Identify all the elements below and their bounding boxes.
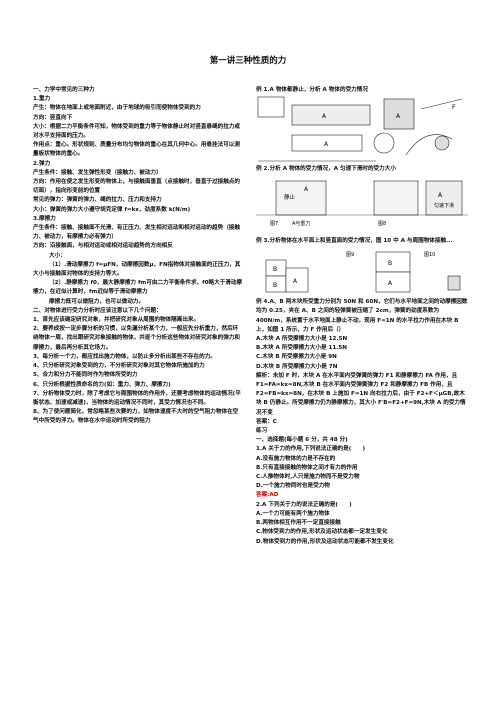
svg-text:A: A [304, 186, 309, 193]
left-paragraph: 大小：弹簧的弹力大小遵守胡克定律 f=kx，劲度系数 k(N/m) [33, 206, 191, 213]
left-paragraph: 2.弹力 [33, 160, 51, 167]
left-paragraph: 4、只分析研究对象受到的力，不分析研究对象对其它物体所施加的力 [33, 363, 205, 370]
option-c: C.木块 B 所受摩擦力大小是 9N [256, 354, 337, 361]
option-a: A.木块 A 所受摩擦力大小是 12.5N [256, 336, 348, 343]
svg-text:B: B [388, 260, 392, 267]
practice-heading: 练习 [256, 428, 268, 435]
figure-caption-10: 图10 [424, 252, 435, 258]
question-1-c: C.人推物体时,人只是施力物而不是受力物 [256, 474, 360, 481]
left-paragraph: 5、合力和分力不能同时作为物体所受的力 [33, 372, 138, 379]
left-paragraph: 大小： [49, 252, 66, 259]
question-1-d: D.一个施力物同时也是受力物 [256, 483, 330, 490]
svg-text:A: A [324, 141, 329, 148]
example-2: 例 2.分析 A 物体的受力情况，A 匀速下滑时的受力大小 [256, 166, 396, 173]
left-paragraph: 产生：物体在地面上或地面附近，由于地球的吸引而使物体受到的力 [33, 105, 201, 112]
question-2-a: A.一个力可能有两个施力物体 [256, 510, 330, 517]
right-column: 例 1.A 物体都静止，分析 A 物体的受力情况 A A F A 例 2.分析 … [256, 86, 468, 547]
left-paragraph: 方向：竖直向下 [33, 114, 73, 121]
answer-1: 答案:AD [256, 492, 279, 499]
left-column: 一、力学中常见的三种力 1.重力产生：物体在地面上或地面附近，由于地球的吸引而使物… [33, 86, 243, 427]
svg-text:A: A [438, 192, 443, 199]
left-paragraph: 1、首先应该确定研究对象，并把研究对象从周围的物体隔离出来。 [33, 317, 200, 324]
question-2: 2.A 下列关于力的说法正确的是( ) [256, 501, 352, 508]
analysis-text: 解析：未加 F 时，木块 A 在水平面内受弹簧的弹力 F1 和静摩擦力 FA 作… [256, 372, 466, 416]
left-paragraph: 一、力学中常见的三种力 [33, 87, 95, 93]
left-paragraph: 1.重力 [33, 96, 51, 103]
answer-text: 答案：C [256, 418, 277, 425]
left-paragraph: 摩擦力既可以做阻力，也可以做动力。 [49, 298, 145, 305]
left-paragraph: 3、每分析一个力，都应找出施力物体，以防止多分析出某些不存在的力。 [33, 353, 216, 360]
svg-text:B: B [273, 282, 277, 289]
figure-caption-9: 图9 [346, 252, 354, 258]
example-4: 例 4.A、B 两木块所受重力分别为 50N 和 60N，它们与水平地面之间的动… [256, 299, 468, 333]
svg-text:A: A [293, 278, 298, 285]
svg-text:A: A [388, 280, 393, 287]
figure-caption-8: 图8 [378, 221, 386, 227]
example-1: 例 1.A 物体都静止，分析 A 物体的受力情况 [256, 87, 368, 93]
left-paragraph: 作用点：重心。形状规则、质量分布均匀物体的重心在其几何中心。用悬挂法可以测量板状… [33, 142, 240, 158]
left-paragraph: 产生条件：接触、发生弹性形变（接触力、被动力） [33, 169, 162, 176]
figure-caption-7: 图7 [270, 221, 278, 227]
option-d: D.木块 B 所受摩擦力大小是 7N [256, 363, 338, 370]
figure-label-a2: A [396, 113, 401, 120]
figure-label-f: F [452, 104, 456, 111]
left-paragraph: 大小：根据二力平衡条件可知，物体受到的重力等于物体静止时对竖直悬绳的拉力或对水平… [33, 123, 240, 140]
svg-text:B: B [273, 266, 277, 273]
left-paragraph: （2）.静摩擦力 f0，最大静摩擦力 fm可由二力平衡条件求，f0略大于滑动摩擦… [33, 280, 243, 296]
question-2-c: C.物体受到力的作用,形状及运动状态都一定发生变化 [256, 529, 388, 536]
page-title: 第一讲三种性质的力 [209, 56, 287, 66]
question-2-b: B.两物体相互作用不一定直接接触 [256, 520, 341, 527]
option-b: B.木块 A 所受摩擦力大小是 11.5N [256, 345, 347, 352]
left-paragraph: 7、分析物体受力时，除了考虑它与周围物体的作用外，还要考虑物体的运动情况(平衡状… [33, 390, 241, 406]
left-paragraph: 方向：作用在使之发生形变的物体上，与接触面垂直（点接触时，垂直于过接触点的切面）… [33, 179, 240, 195]
left-paragraph: 6、只分析根据性质命名的力(如：重力、弹力、摩擦力) [33, 381, 171, 388]
left-paragraph: 二、对物体进行受力分析时应该注意以下几个问题： [33, 307, 162, 314]
figure-block-3: B B A B A 图9 图10 [265, 251, 461, 293]
figure-label-a1: A [322, 113, 327, 120]
question-1-a: A.没有施力物体的力是不存在的 [256, 455, 336, 462]
figure-block-2: 静止 A 图7 A与重力 A 匀速下滑 图8 [256, 180, 468, 227]
figure-label-slide: 匀速下滑 [434, 202, 454, 209]
question-1-b: B.只有直接接触的物体之间才有力的作用 [256, 464, 358, 471]
figure-label-static: 静止 [284, 193, 296, 201]
question-2-d: D.物体受到力的作用,形状及运动状态可能都不发生变化 [256, 538, 394, 545]
question-1: 1.A 关于力的作用,下列说法正确的是( ) [256, 446, 366, 453]
left-paragraph: 方向：沿接触面，与相对运动或相对运动趋势的方向相反 [33, 243, 173, 250]
left-paragraph: 3.摩擦力 [33, 215, 56, 222]
example-3: 例 3.分析物体在水平面上和竖直面的受力情况，图 10 中 A 与周围物体接触.… [256, 237, 453, 244]
figure-block-1: A A F A [257, 96, 463, 162]
left-paragraph: 8、为了使问题简化，常忽略某些次要的力，如物体速度不大时的空气阻力物体在空气中所… [33, 409, 239, 425]
left-paragraph: 常见的弹力：弹簧的弹力、绳的拉力、压力和支持力 [33, 197, 162, 204]
left-paragraph: 2、要养成按一定步骤分析的习惯，以免漏分析某个力，一般应先分析重力，然后环绕物体… [33, 326, 240, 351]
left-paragraph: （1）.滑动摩擦力 f=μFN，动摩擦因数μ，FN指物体对接触面的正压力，其大小… [33, 261, 241, 278]
section-1-heading: 一、选择题(每小题 6 分，共 48 分) [256, 437, 348, 444]
left-paragraph: 产生条件：接触、接触面不光滑、有正压力、发生相对运动和相对运动的趋势（接触力、被… [33, 225, 240, 241]
svg-text:A与重力: A与重力 [292, 220, 310, 227]
